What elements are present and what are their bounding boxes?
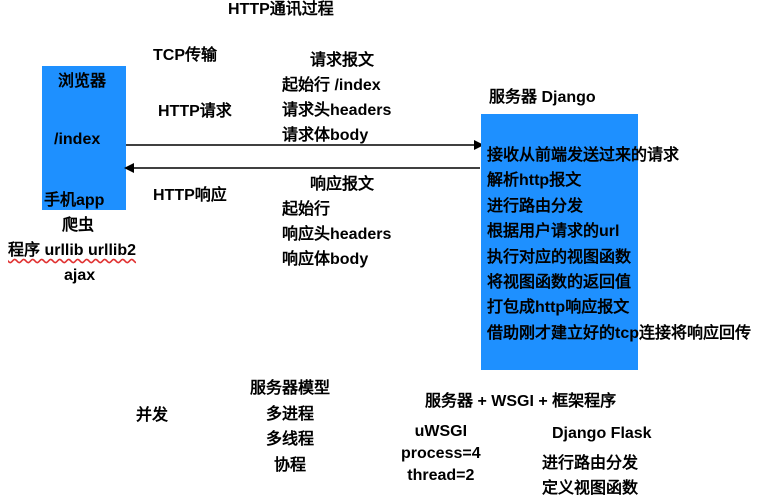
tcp-label: TCP传输 [153,47,218,64]
server-model-coroutine: 协程 [274,456,307,474]
request-body: 请求体body [282,127,369,144]
response-arrowhead [124,163,134,173]
browser-label: 浏览器 [58,73,107,90]
client-mobile-app: 手机app [44,192,105,209]
stack-title: 服务器 + WSGI + 框架程序 [425,393,617,410]
server-steps: 接收从前端发送过来的请求 解析http报文 进行路由分发 根据用户请求的url … [487,143,777,346]
frameworks-label: Django Flask [552,425,652,442]
diagram-title: HTTP通讯过程 [228,1,334,18]
client-ajax: ajax [64,267,96,284]
server-step: 打包成http响应报文 [487,299,630,317]
browser-path: /index [54,131,101,148]
client-urllib-program: 程序 urllib urllib2 [8,242,137,259]
request-start-line: 起始行 /index [282,77,381,94]
http-response-label: HTTP响应 [153,187,227,204]
server-step: 借助刚才建立好的tcp连接将响应回传 [487,324,752,342]
server-model-multithread: 多线程 [266,431,315,448]
server-step: 解析http报文 [487,172,582,190]
server-step: 进行路由分发 [487,197,584,215]
request-headers: 请求头headers [282,102,392,119]
uwsgi-process: process=4 [401,445,481,462]
server-model-title: 服务器模型 [250,380,331,397]
response-headers: 响应头headers [282,226,392,243]
server-model-multiprocess: 多进程 [266,405,315,423]
uwsgi-thread: thread=2 [407,467,475,484]
framework-views: 定义视图函数 [542,480,639,497]
server-box [481,114,638,370]
response-message-title: 响应报文 [310,176,375,193]
response-start-line: 起始行 [282,201,331,218]
response-message: 响应报文 起始行 响应头headers 响应体body [282,172,391,272]
server-step: 执行对应的视图函数 [487,248,632,266]
framework-routing: 进行路由分发 [542,455,639,472]
http-request-label: HTTP请求 [158,103,232,120]
request-arrowhead [474,140,484,150]
request-message: 请求报文 起始行 /index 请求头headers 请求体body [282,48,391,148]
server-model: 服务器模型 多进程 多线程 协程 [250,376,330,478]
request-message-title: 请求报文 [310,52,375,69]
uwsgi-label: uWSGI [414,423,468,440]
response-body: 响应体body [282,251,369,268]
server-title: 服务器 Django [489,89,596,106]
server-step: 接收从前端发送过来的请求 [487,147,680,164]
uwsgi-config: uWSGI process=4 thread=2 [401,421,481,487]
browser-box [42,66,126,210]
server-step: 将视图函数的返回值 [487,274,632,292]
client-crawler: 爬虫 [62,217,95,234]
concurrency-label: 并发 [136,407,169,424]
server-step: 根据用户请求的url [487,223,620,241]
